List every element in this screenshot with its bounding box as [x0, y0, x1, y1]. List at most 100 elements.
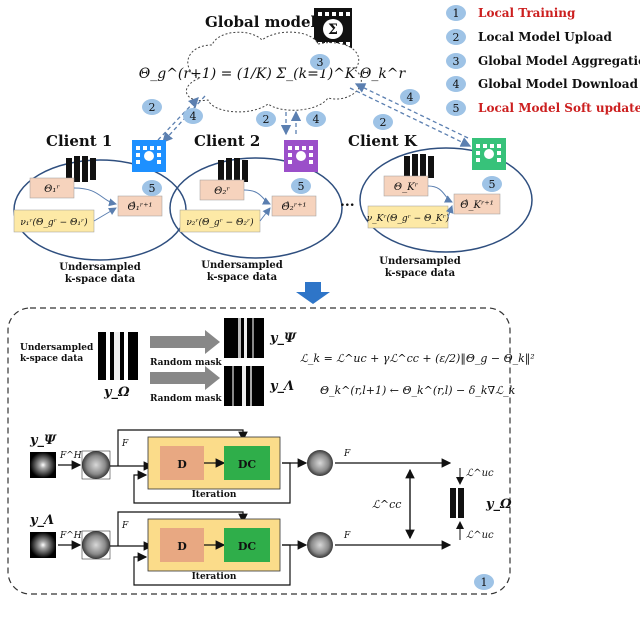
legend-number: 1: [453, 7, 460, 20]
client-name: Client K: [348, 132, 418, 150]
badge-1-number: 1: [481, 576, 488, 589]
kspace-input-image: [30, 532, 56, 558]
l-uc-label: ℒ^uc: [466, 530, 494, 541]
l-cc-label: ℒ^cc: [372, 498, 401, 511]
legend: 1 Local Training 2 Local Model Upload 3 …: [446, 5, 640, 116]
communication-badges: 2 4 2 4 4 2: [142, 89, 420, 130]
result-box: [271, 195, 317, 217]
legend-number: 5: [453, 102, 460, 115]
badge-1: [474, 574, 494, 590]
client-2: Client 2 Θ₂ʳ ν₂ʳ(Θ_gʳ − Θ₂ʳ) Θ̂₂ʳ⁺¹ 5 Un…: [169, 132, 343, 283]
badge-5: [142, 180, 162, 196]
legend-label: Local Model Upload: [478, 30, 613, 44]
result-label: Θ̂₂ʳ⁺¹: [282, 202, 307, 213]
client-caption: Undersampled: [379, 256, 460, 267]
d-label: D: [177, 540, 187, 553]
client-caption: Undersampled: [201, 260, 282, 271]
dc-label: DC: [238, 540, 257, 553]
hospital-building-icon: [472, 138, 506, 170]
kspace-lambda-image: [224, 366, 264, 406]
y-lambda-input-label: y_Λ: [29, 513, 54, 528]
hospital-building-icon: [284, 140, 318, 172]
sigma-icon: Σ: [328, 22, 338, 38]
legend-number: 4: [453, 78, 460, 91]
fh-label: F^H: [59, 531, 82, 541]
pipeline-psi: y_Ψ F^H F D DC Iteration F: [29, 429, 452, 504]
f-label: F: [121, 521, 129, 531]
f-label: F: [343, 531, 351, 541]
random-mask-arrow-bottom: Random mask: [150, 366, 222, 404]
y-psi-input-label: y_Ψ: [29, 433, 57, 448]
random-mask-label: Random mask: [150, 358, 222, 368]
legend-item-4: 4 Global Model Download: [446, 76, 639, 92]
down-arrow-icon: [296, 282, 330, 304]
iteration-label: Iteration: [192, 490, 237, 500]
fh-label: F^H: [59, 451, 82, 461]
legend-label: Local Model Soft update: [478, 101, 640, 115]
badge-4-mid: 4: [313, 113, 320, 126]
cloud-shape: [185, 31, 362, 113]
d-label: D: [177, 458, 187, 471]
legend-badge-1: [446, 5, 466, 21]
legend-badge-5: [446, 100, 466, 116]
random-mask-label: Random mask: [150, 394, 222, 404]
badge-3: [310, 54, 330, 70]
badge-2-mid: 2: [263, 113, 270, 126]
random-mask-arrow-top: Random mask: [150, 330, 222, 368]
badge-4-left: 4: [190, 110, 197, 123]
legend-item-2: 2 Local Model Upload: [446, 29, 613, 45]
legend-item-5: 5 Local Model Soft update: [446, 100, 640, 116]
brain-frame: [81, 450, 111, 480]
update-label: ν₁ʳ(Θ_gʳ − Θ₁ʳ): [20, 217, 88, 228]
client-caption: k-space data: [385, 268, 456, 279]
iteration-label: Iteration: [192, 572, 237, 582]
undersampled-target: ℒ^uc y_Ω ℒ^uc: [450, 468, 512, 541]
param-label: Θ_Kʳ: [394, 182, 419, 193]
param-label: Θ₂ʳ: [214, 186, 230, 197]
mri-slices-icon: [66, 156, 96, 182]
brain-output-image: [307, 532, 333, 558]
brain-image: [82, 531, 110, 559]
badge-5-number: 5: [149, 182, 156, 195]
result-box: [117, 195, 163, 217]
legend-label: Global Model Aggregation: [478, 54, 640, 68]
kspace-psi-image: [224, 318, 264, 358]
f-label: F: [343, 449, 351, 459]
clients-ellipsis: ...: [340, 194, 355, 210]
mri-slices-icon: [404, 154, 434, 180]
hospital-building-icon: [132, 140, 166, 172]
client-name: Client 1: [46, 132, 112, 150]
cross-consistency-loss: ℒ^cc: [372, 468, 415, 540]
kspace-input-image: [30, 452, 56, 478]
legend-number: 2: [453, 31, 460, 44]
l-uc-label: ℒ^uc: [466, 468, 494, 479]
kspace-target-image: [450, 488, 464, 518]
badge-4-right: 4: [407, 91, 414, 104]
badge-2-left: 2: [149, 101, 156, 114]
y-lambda-label: y_Λ: [269, 379, 294, 394]
client-caption: k-space data: [65, 274, 136, 285]
client-name: Client 2: [194, 132, 260, 150]
badge-5: [291, 178, 311, 194]
kspace-full-image: [98, 332, 138, 380]
brain-frame: [81, 530, 111, 560]
legend-label: Global Model Download: [478, 77, 639, 91]
dc-block: [224, 446, 270, 480]
client-caption: k-space data: [207, 272, 278, 283]
dc-block: [224, 528, 270, 562]
f-label: F: [121, 439, 129, 449]
param-label: Θ₁ʳ: [44, 184, 60, 195]
result-box: [453, 193, 501, 215]
legend-badge-4: [446, 76, 466, 92]
legend-item-1: 1 Local Training: [446, 5, 576, 21]
loss-formula: ℒ_k = ℒ^uc + γℒ^cc + (ε/2)‖Θ_g − Θ_k‖²: [300, 352, 535, 366]
brain-output-image: [307, 450, 333, 476]
client-ellipse: [359, 147, 533, 253]
result-label: Θ̂_Kʳ⁺¹: [460, 200, 493, 211]
update-label: ν₂ʳ(Θ_gʳ − Θ₂ʳ): [186, 217, 254, 228]
legend-item-3: 3 Global Model Aggregation: [446, 53, 640, 69]
badge-3-number: 3: [317, 56, 324, 69]
y-omega-label: y_Ω: [103, 385, 130, 400]
badge-5-number: 5: [489, 178, 496, 191]
